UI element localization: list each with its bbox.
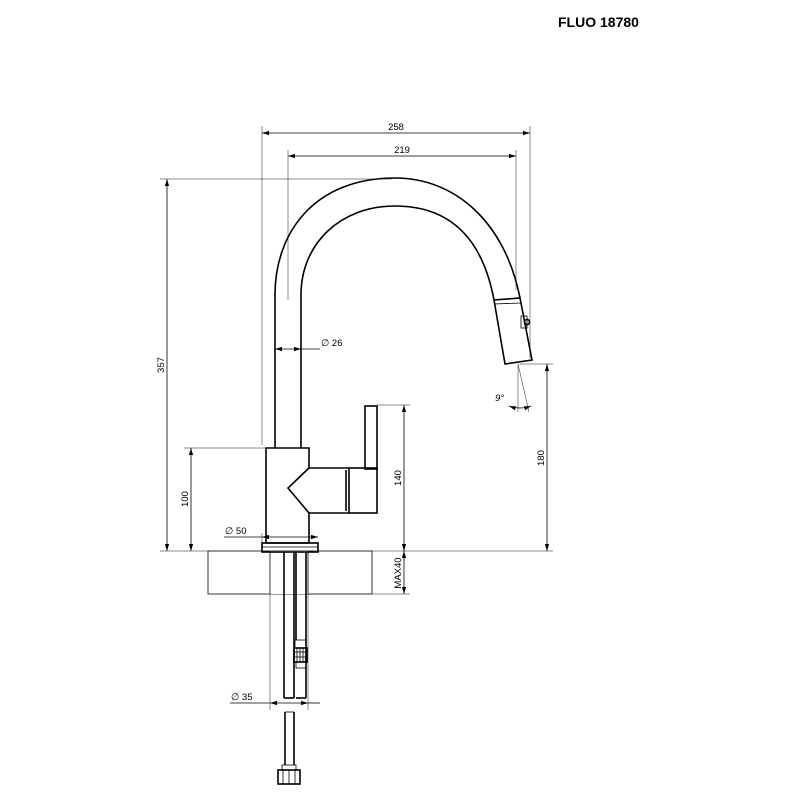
dimension-label-258: 258: [388, 122, 404, 133]
dimension-body-height: [184, 447, 266, 551]
page-title: FLUO 18780: [558, 14, 639, 30]
countertop-section: [207, 550, 373, 595]
dimension-lever-height: [377, 404, 410, 551]
supply-hoses: [277, 552, 308, 785]
dimension-deck-thickness: [372, 551, 410, 595]
dimension-shank-diameter: [230, 594, 320, 710]
dimension-label-100: 100: [180, 491, 191, 507]
dimension-label-357: 357: [156, 357, 167, 373]
dimension-overall-height: [160, 178, 392, 552]
dimension-label-angle: 9°: [495, 393, 504, 404]
faucet-body: [261, 177, 533, 553]
dimension-label-219: 219: [394, 145, 410, 156]
dimension-base-diameter: [224, 533, 318, 543]
dimension-label-180: 180: [536, 450, 547, 466]
dimension-spout-angle: [508, 363, 532, 413]
dimension-label-diameter-50: ∅ 50: [225, 526, 246, 537]
dimension-outlet-height: [372, 363, 553, 552]
dimension-label-diameter-35: ∅ 35: [231, 692, 252, 703]
dimension-label-diameter-26: ∅ 26: [321, 338, 342, 349]
dimension-spout-reach: [287, 150, 517, 300]
dimension-label-140: 140: [393, 470, 404, 486]
dimension-label-max40: MAX40: [393, 557, 404, 588]
